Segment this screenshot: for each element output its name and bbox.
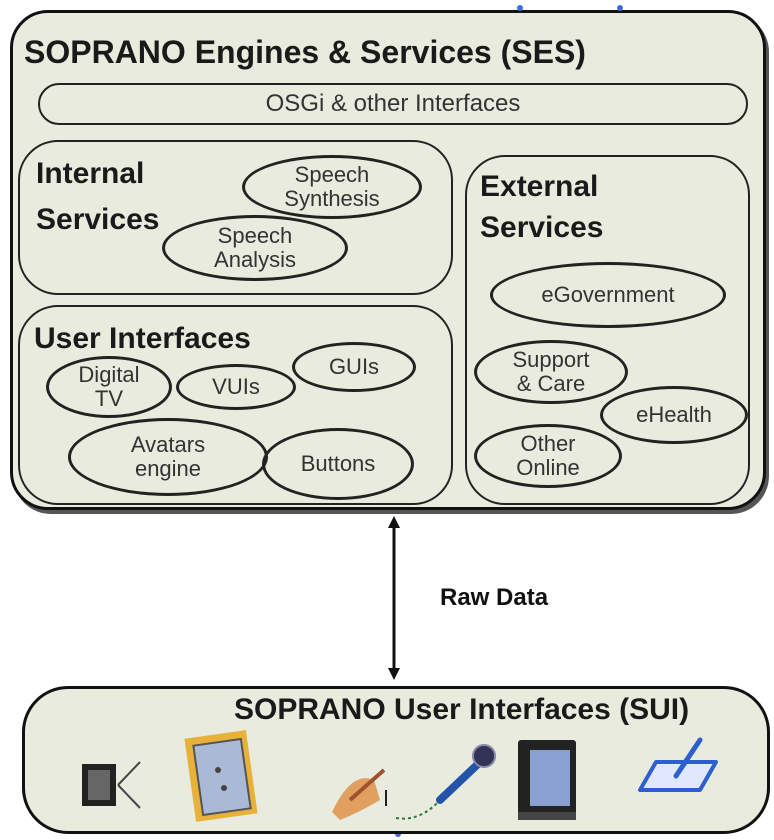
- ui-guis: GUIs: [292, 342, 416, 392]
- accent-dot-top-right: [617, 5, 623, 11]
- external-services-box: [465, 155, 750, 505]
- ui-avatars-engine: Avatars engine: [68, 418, 268, 496]
- internal-services-title-line2: Services: [36, 203, 160, 236]
- ui-buttons: Buttons: [262, 428, 414, 500]
- external-services-title-line1: External: [480, 170, 599, 203]
- internal-services-box: [18, 140, 453, 295]
- user-interfaces-title: User Interfaces: [34, 322, 251, 355]
- service-support-care: Support & Care: [474, 340, 628, 404]
- user-interfaces-box: [18, 305, 453, 505]
- service-speech-analysis: Speech Analysis: [162, 215, 348, 281]
- service-speech-synthesis: Speech Synthesis: [242, 155, 422, 219]
- ui-digital-tv: Digital TV: [46, 356, 172, 418]
- internal-services-title-line1: Internal: [36, 157, 145, 190]
- service-ehealth: eHealth: [600, 386, 748, 444]
- ses-title: SOPRANO Engines & Services (SES): [24, 34, 586, 70]
- sui-title: SOPRANO User Interfaces (SUI): [234, 693, 690, 726]
- raw-data-label: Raw Data: [440, 584, 549, 611]
- osgi-interface-bar: OSGi & other Interfaces: [38, 83, 748, 125]
- service-egovernment: eGovernment: [490, 262, 726, 328]
- accent-dot-top-left: [517, 5, 523, 11]
- external-services-title-line2: Services: [480, 211, 604, 244]
- service-other-online: Other Online: [474, 424, 622, 488]
- ui-vuis: VUIs: [176, 364, 296, 410]
